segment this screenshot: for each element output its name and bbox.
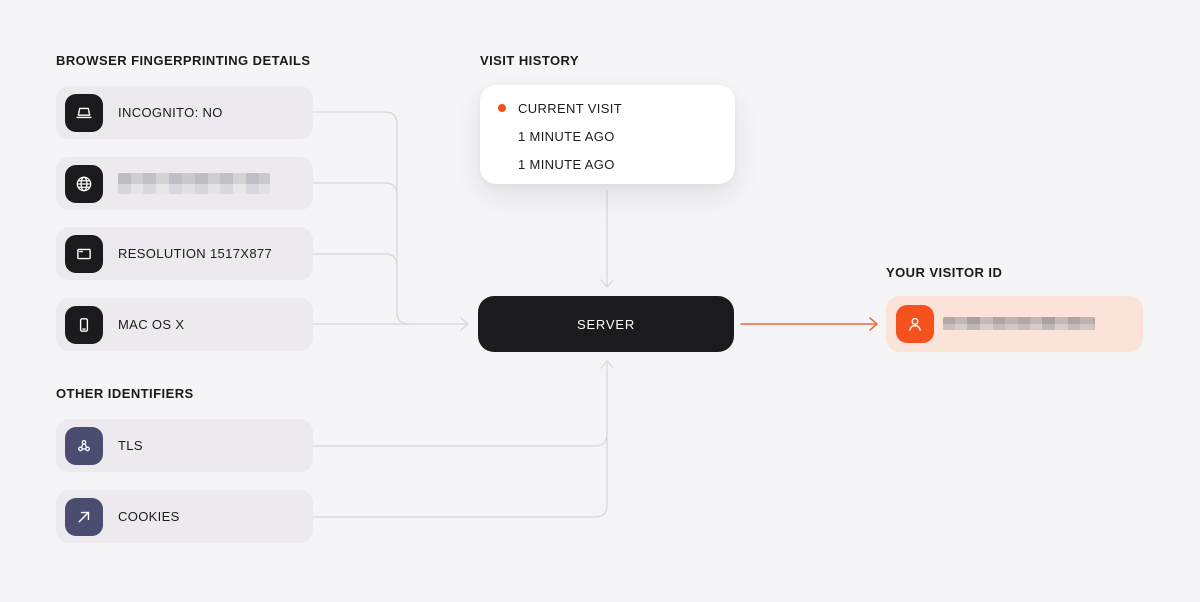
arrowhead-into-visitor-id (869, 317, 878, 331)
redacted-ip-address (118, 173, 270, 194)
server-node: SERVER (478, 296, 734, 352)
wire-resolution-to-trunk (312, 253, 398, 267)
globe-icon (65, 164, 103, 203)
arrowhead-into-server-left (460, 317, 469, 331)
server-label: SERVER (576, 316, 636, 332)
arrowhead-into-server-top (600, 279, 614, 288)
wire-tls-to-server (312, 363, 608, 447)
card-os: MAC OS X (56, 298, 313, 351)
wire-cookies-to-trunk (312, 437, 608, 518)
wire-ip-to-trunk (312, 182, 398, 196)
redacted-visitor-id-value (943, 317, 1095, 330)
person-icon (896, 305, 934, 343)
card-incognito: INCOGNITO: NO (56, 86, 313, 139)
card-os-label: MAC OS X (118, 317, 185, 332)
card-resolution: RESOLUTION 1517X877 (56, 227, 313, 280)
laptop-icon (65, 93, 103, 132)
visit-entry-current: CURRENT VISIT (480, 94, 735, 122)
smartphone-icon (65, 305, 103, 344)
card-tls: TLS (56, 419, 313, 472)
cursor-arrow-icon (65, 497, 103, 536)
card-incognito-label: INCOGNITO: NO (118, 105, 223, 120)
card-ip-address (56, 157, 313, 210)
visit-entry-label: CURRENT VISIT (518, 100, 622, 116)
visit-entry: 1 MINUTE AGO (480, 150, 735, 178)
visit-history-heading: VISIT HISTORY (480, 53, 580, 68)
visit-entry-label: 1 MINUTE AGO (518, 128, 615, 144)
visit-entry-label: 1 MINUTE AGO (518, 156, 615, 172)
visitor-id-heading: YOUR VISITOR ID (886, 265, 1003, 280)
other-identifiers-heading: OTHER IDENTIFIERS (56, 386, 194, 401)
fingerprint-section-heading: BROWSER FINGERPRINTING DETAILS (56, 53, 311, 68)
wire-incognito-to-server (312, 111, 410, 325)
visitor-id-card (886, 296, 1143, 352)
card-cookies-label: COOKIES (118, 509, 180, 524)
network-icon (65, 426, 103, 465)
visit-history-card: CURRENT VISIT 1 MINUTE AGO 1 MINUTE AGO (480, 85, 735, 184)
arrowhead-into-server-bottom (600, 360, 614, 369)
card-resolution-label: RESOLUTION 1517X877 (118, 246, 273, 261)
card-tls-label: TLS (118, 438, 143, 453)
window-icon (65, 234, 103, 273)
card-cookies: COOKIES (56, 490, 313, 543)
visit-entry: 1 MINUTE AGO (480, 122, 735, 150)
current-visit-dot-icon (498, 104, 506, 112)
